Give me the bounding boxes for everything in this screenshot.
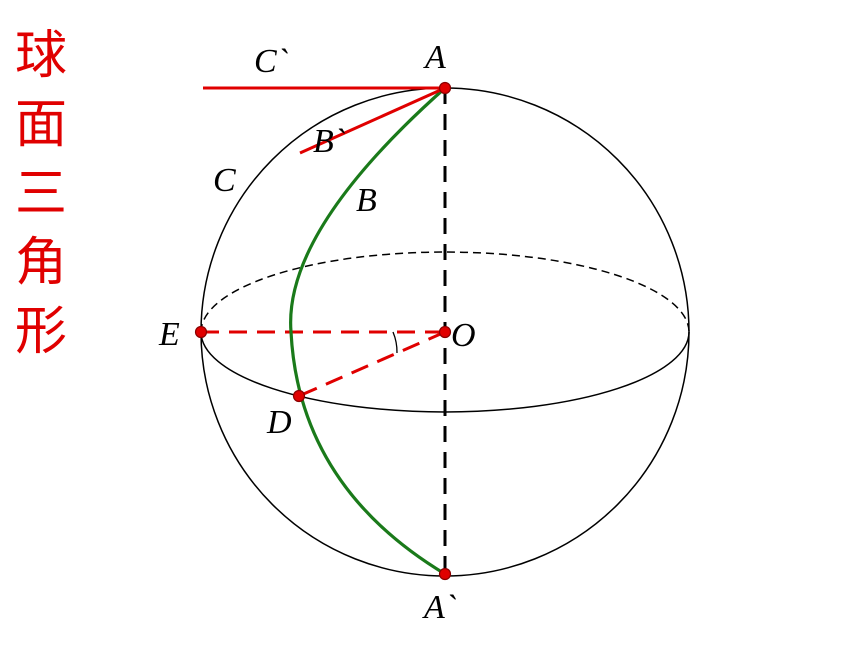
point-e [194, 325, 208, 339]
label-b-prime: B` [313, 123, 346, 160]
point-o [438, 325, 452, 339]
vertical-title: 球 面 三 角 形 [6, 22, 76, 367]
label-a-prime: A` [422, 589, 457, 626]
label-c-prime: C` [254, 43, 289, 80]
meridian-arc [289, 86, 447, 576]
point-a-prime [438, 567, 452, 581]
label-a: A [423, 39, 446, 76]
point-d [292, 389, 306, 403]
equator-back-arc [200, 251, 690, 333]
title-char-2: 面 [14, 95, 67, 155]
title-char-4: 角 [14, 233, 67, 293]
angle-mark [392, 331, 398, 354]
title-char-1: 球 [14, 26, 67, 86]
label-d: D [266, 404, 292, 441]
label-o: O [451, 317, 476, 354]
tangent-b-prime [299, 86, 446, 155]
label-b: B [356, 182, 377, 219]
title-char-5: 形 [14, 302, 67, 362]
title-char-3: 三 [14, 164, 67, 224]
equator-front-arc [200, 331, 690, 413]
radius-o-d [298, 330, 446, 398]
label-c: C [213, 162, 236, 199]
point-a [438, 81, 452, 95]
label-e: E [158, 316, 180, 353]
